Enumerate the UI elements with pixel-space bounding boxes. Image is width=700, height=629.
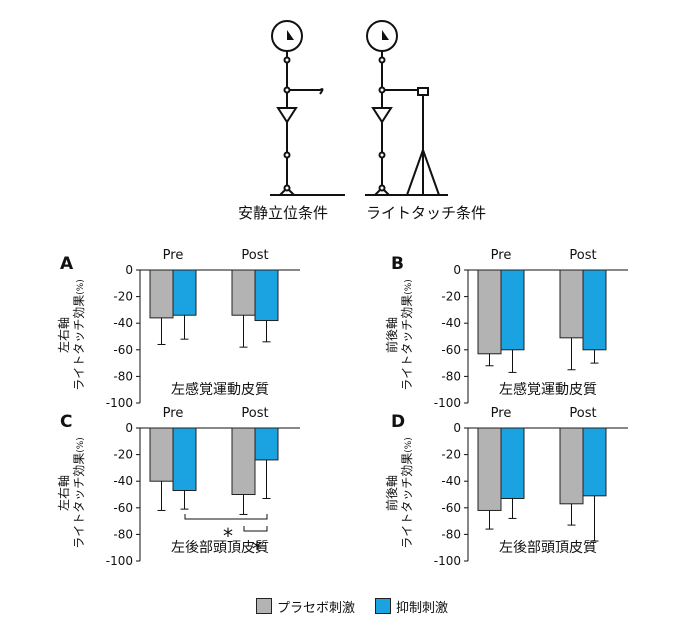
bar-inhibit-pre bbox=[172, 427, 197, 492]
bar-placebo-pre bbox=[149, 427, 174, 482]
category-label: Pre bbox=[163, 248, 184, 263]
y-tick-label: -40 bbox=[441, 316, 461, 330]
y-tick-label: 0 bbox=[125, 263, 133, 277]
panel-letter: A bbox=[60, 254, 74, 274]
y-axis-label-unit: (%) bbox=[76, 279, 86, 295]
y-tick-label: -40 bbox=[441, 474, 461, 488]
y-tick-label: -80 bbox=[441, 369, 461, 383]
bar-placebo-post bbox=[559, 269, 584, 339]
y-tick-label: -20 bbox=[441, 448, 461, 462]
significance-bracket bbox=[243, 526, 268, 532]
panel-subtitle: 左感覚運動皮質 bbox=[171, 381, 269, 398]
legend-label-inhibit: 抑制刺激 bbox=[396, 600, 449, 616]
y-tick-label: -80 bbox=[113, 369, 133, 383]
y-axis-label-line2: ライトタッチ効果 bbox=[71, 295, 86, 391]
panel-subtitle: 左後部頭頂皮質 bbox=[499, 540, 597, 556]
bar-inhibit-post bbox=[254, 269, 279, 322]
y-tick-label: -40 bbox=[113, 316, 133, 330]
light-touch-figure-icon bbox=[365, 20, 448, 196]
category-label: Post bbox=[569, 248, 596, 263]
condition-label-quiet: 安静立位条件 bbox=[238, 204, 329, 222]
panel-subtitle: 左感覚運動皮質 bbox=[499, 381, 597, 398]
bar-placebo-post bbox=[559, 427, 584, 505]
bar-placebo-pre bbox=[477, 269, 502, 355]
significance-bracket bbox=[184, 514, 268, 520]
y-tick-label: -80 bbox=[113, 527, 133, 541]
y-tick-label: -60 bbox=[113, 501, 133, 515]
y-tick-label: -100 bbox=[434, 396, 461, 410]
category-label: Pre bbox=[163, 406, 184, 421]
significance-marker: * bbox=[223, 524, 233, 548]
y-axis-label-line1: 左右軸 bbox=[56, 475, 71, 511]
bar-placebo-post bbox=[231, 269, 256, 316]
y-tick-label: -60 bbox=[113, 343, 133, 357]
y-tick-label: -60 bbox=[441, 343, 461, 357]
y-tick-label: -100 bbox=[106, 396, 133, 410]
y-axis-label-unit: (%) bbox=[404, 279, 414, 295]
bar-placebo-pre bbox=[477, 427, 502, 511]
legend-label-placebo: プラセボ刺激 bbox=[277, 600, 356, 616]
category-label: Post bbox=[569, 406, 596, 421]
y-axis-label: 前後軸ライトタッチ効果(%) bbox=[384, 279, 414, 391]
bar-inhibit-pre bbox=[500, 269, 525, 351]
legend-swatch-placebo bbox=[256, 598, 272, 614]
quiet-standing-figure-icon bbox=[270, 20, 345, 196]
category-label: Post bbox=[241, 406, 268, 421]
y-axis-label-line1: 前後軸 bbox=[384, 317, 399, 353]
y-axis-label-line2: ライトタッチ効果 bbox=[399, 453, 414, 549]
bar-inhibit-pre bbox=[500, 427, 525, 499]
legend: プラセボ刺激 抑制刺激 bbox=[256, 597, 449, 616]
category-label: Post bbox=[241, 248, 268, 263]
condition-label-light-touch: ライトタッチ条件 bbox=[366, 204, 487, 222]
category-label: Pre bbox=[491, 248, 512, 263]
bar-inhibit-post bbox=[582, 427, 607, 497]
y-axis-label: 左右軸ライトタッチ効果(%) bbox=[56, 437, 86, 549]
y-tick-label: -100 bbox=[434, 554, 461, 568]
bar-placebo-pre bbox=[149, 269, 174, 319]
y-axis-label-unit: (%) bbox=[404, 437, 414, 453]
significance-marker: * bbox=[252, 537, 262, 561]
bar-placebo-post bbox=[231, 427, 256, 495]
y-tick-label: -100 bbox=[106, 554, 133, 568]
y-tick-label: -60 bbox=[441, 501, 461, 515]
y-tick-label: 0 bbox=[453, 263, 461, 277]
y-axis-label-line2: ライトタッチ効果 bbox=[399, 295, 414, 391]
y-axis-label-unit: (%) bbox=[76, 437, 86, 453]
y-axis-label-line2: ライトタッチ効果 bbox=[71, 453, 86, 549]
bar-inhibit-post bbox=[254, 427, 279, 461]
panel-letter: B bbox=[391, 254, 404, 274]
bar-inhibit-post bbox=[582, 269, 607, 351]
y-tick-label: -20 bbox=[113, 448, 133, 462]
y-tick-label: 0 bbox=[453, 421, 461, 435]
panel-letter: C bbox=[60, 412, 72, 432]
y-tick-label: 0 bbox=[125, 421, 133, 435]
panel-letter: D bbox=[391, 412, 405, 432]
chart-panel-b: 0 -20 -40 -60 -80 -100 Pre Post B 前後軸ライトタッチ効果(%) 左… bbox=[384, 248, 628, 410]
y-axis-label-line1: 左右軸 bbox=[56, 317, 71, 353]
y-axis-label: 前後軸ライトタッチ効果(%) bbox=[384, 437, 414, 549]
category-label: Pre bbox=[491, 406, 512, 421]
y-tick-label: -40 bbox=[113, 474, 133, 488]
y-tick-label: -20 bbox=[441, 290, 461, 304]
panel-subtitle: 左後部頭頂皮質 bbox=[171, 540, 269, 556]
y-tick-label: -80 bbox=[441, 527, 461, 541]
legend-swatch-inhibit bbox=[375, 598, 392, 614]
y-tick-label: -20 bbox=[113, 290, 133, 304]
y-axis-label-line1: 前後軸 bbox=[384, 475, 399, 511]
y-axis-label: 左右軸ライトタッチ効果(%) bbox=[56, 279, 86, 391]
bar-inhibit-pre bbox=[172, 269, 197, 316]
chart-panel-d: 0 -20 -40 -60 -80 -100 Pre Post D 前後軸ライトタッチ効果(%) 左… bbox=[384, 406, 628, 568]
